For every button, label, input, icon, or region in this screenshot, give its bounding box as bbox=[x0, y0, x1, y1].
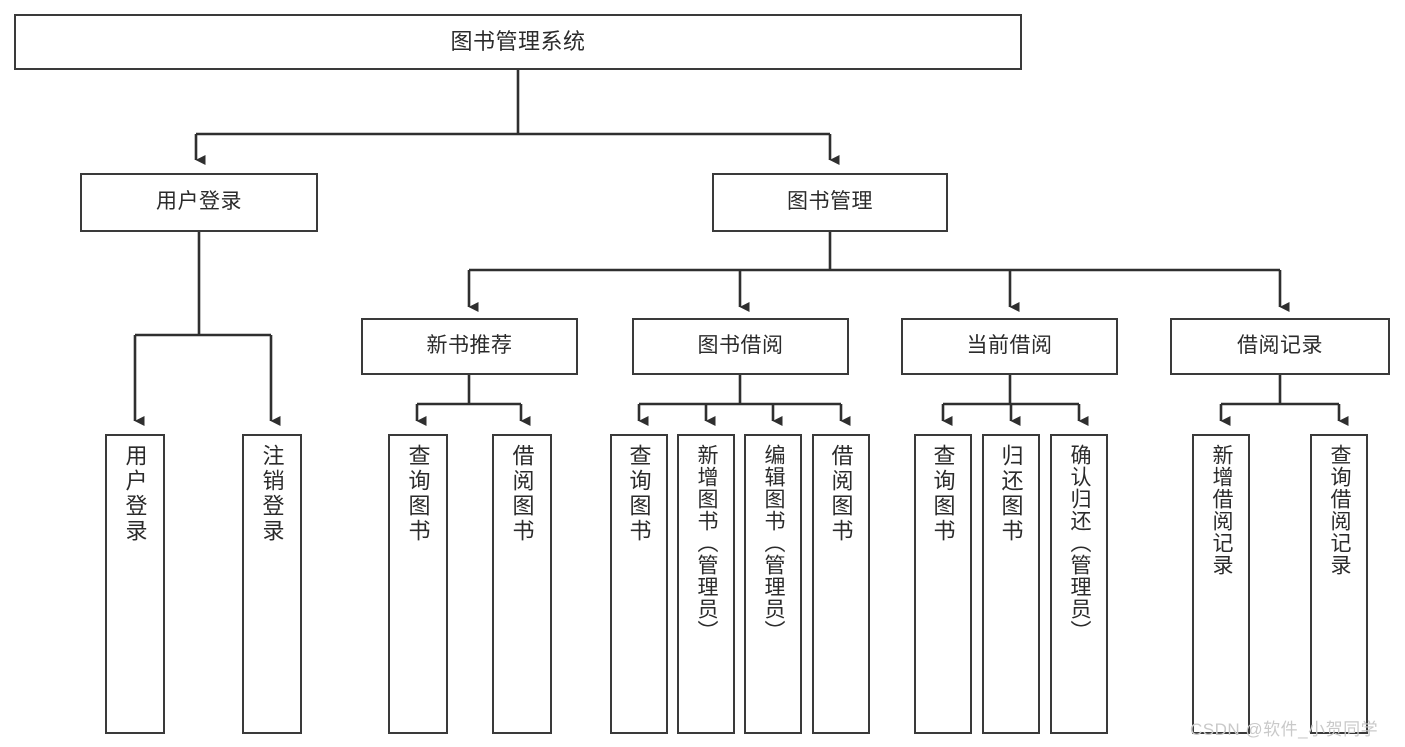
node-label: 查询图书 bbox=[405, 444, 431, 544]
node-leaf-add-book-admin[interactable]: 新增图书（管理员） bbox=[677, 434, 735, 734]
node-leaf-borrow-book[interactable]: 借阅图书 bbox=[812, 434, 870, 734]
node-leaf-user-login[interactable]: 用户登录 bbox=[105, 434, 165, 734]
node-label: 查询借阅记录 bbox=[1328, 444, 1352, 576]
node-user-login[interactable]: 用户登录 bbox=[80, 173, 318, 232]
node-label: 编辑图书（管理员） bbox=[762, 444, 786, 642]
node-label: 图书管理系统 bbox=[450, 29, 586, 55]
node-leaf-edit-book-admin[interactable]: 编辑图书（管理员） bbox=[744, 434, 802, 734]
node-root-book-management-system[interactable]: 图书管理系统 bbox=[14, 14, 1022, 70]
node-leaf-confirm-return-admin[interactable]: 确认归还（管理员） bbox=[1050, 434, 1108, 734]
node-current-borrow[interactable]: 当前借阅 bbox=[901, 318, 1118, 375]
watermark-csdn: CSDN @软件_小贺同学 bbox=[1190, 720, 1379, 739]
node-label: 新书推荐 bbox=[426, 334, 513, 358]
node-label: 图书管理 bbox=[787, 190, 873, 214]
node-leaf-query-book[interactable]: 查询图书 bbox=[610, 434, 668, 734]
node-label: 图书借阅 bbox=[697, 334, 784, 358]
node-label: 查询图书 bbox=[930, 444, 956, 544]
node-leaf-logout[interactable]: 注销登录 bbox=[242, 434, 302, 734]
node-label: 新增图书（管理员） bbox=[695, 444, 719, 642]
node-leaf-add-borrow-record[interactable]: 新增借阅记录 bbox=[1192, 434, 1250, 734]
node-label: 当前借阅 bbox=[966, 334, 1053, 358]
node-leaf-return-book[interactable]: 归还图书 bbox=[982, 434, 1040, 734]
node-borrow-record[interactable]: 借阅记录 bbox=[1170, 318, 1390, 375]
node-leaf-borrow-book-recommend[interactable]: 借阅图书 bbox=[492, 434, 552, 734]
node-label: 借阅记录 bbox=[1237, 334, 1323, 358]
node-label: 借阅图书 bbox=[509, 444, 535, 544]
node-leaf-query-book-recommend[interactable]: 查询图书 bbox=[388, 434, 448, 734]
node-label: 确认归还（管理员） bbox=[1068, 444, 1092, 642]
node-label: 查询图书 bbox=[626, 444, 652, 544]
node-label: 归还图书 bbox=[998, 444, 1024, 544]
node-label: 注销登录 bbox=[259, 444, 285, 544]
node-leaf-query-book-current[interactable]: 查询图书 bbox=[914, 434, 972, 734]
node-book-borrow[interactable]: 图书借阅 bbox=[632, 318, 849, 375]
node-label: 用户登录 bbox=[156, 190, 242, 214]
node-new-book-recommend[interactable]: 新书推荐 bbox=[361, 318, 578, 375]
node-label: 用户登录 bbox=[122, 444, 148, 544]
node-leaf-query-borrow-record[interactable]: 查询借阅记录 bbox=[1310, 434, 1368, 734]
node-label: 借阅图书 bbox=[828, 444, 854, 544]
node-label: 新增借阅记录 bbox=[1210, 444, 1234, 576]
node-book-management[interactable]: 图书管理 bbox=[712, 173, 948, 232]
